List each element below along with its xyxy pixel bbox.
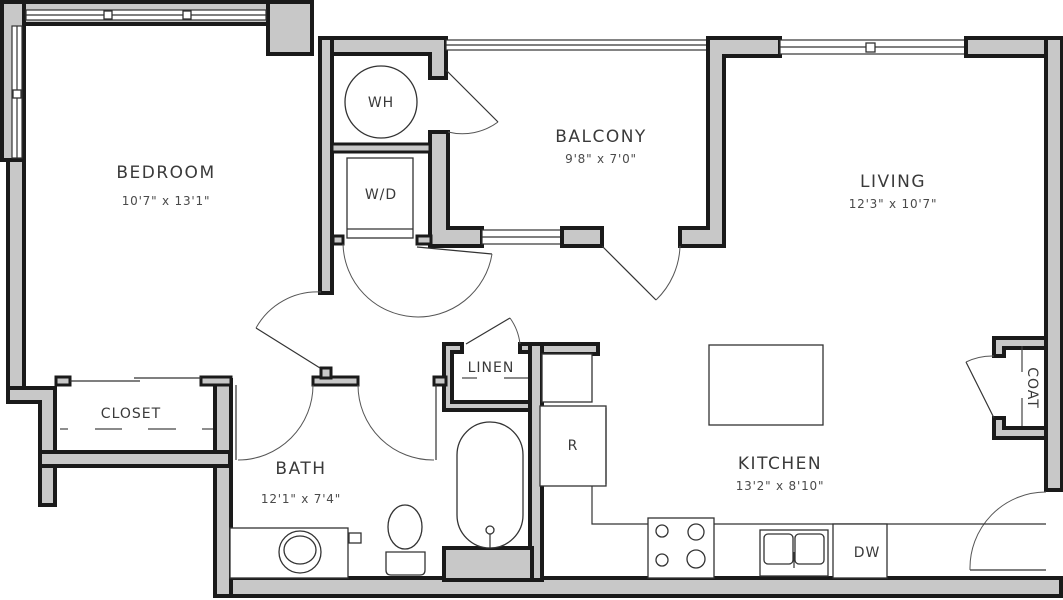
bedroom-dimensions: 10'7" x 13'1" (122, 194, 211, 208)
bath-dimensions: 12'1" x 7'4" (261, 492, 341, 506)
living-label: LIVING (860, 172, 926, 192)
water-heater-icon (344, 65, 418, 139)
bath-label: BATH (275, 459, 326, 479)
balcony-dimensions: 9'8" x 7'0" (565, 152, 637, 166)
dishwasher-icon (832, 523, 888, 579)
toilet-icon (385, 551, 426, 576)
doors (70, 69, 1047, 571)
fixtures (60, 65, 1046, 579)
dishwasher-label: DW (854, 545, 881, 561)
linen-label: LINEN (468, 360, 515, 376)
balcony-label: BALCONY (555, 127, 647, 147)
washer-dryer-icon (346, 157, 414, 239)
kitchen-dimensions: 13'2" x 8'10" (736, 479, 825, 493)
closet-label: CLOSET (101, 406, 161, 422)
refrigerator-icon (539, 405, 607, 487)
kitchen-label: KITCHEN (738, 454, 822, 474)
coat-label: COAT (1024, 367, 1040, 409)
washer-dryer-label: W/D (365, 187, 397, 203)
refrigerator-label: R (568, 438, 579, 454)
room-labels: BEDROOM 10'7" x 13'1" BALCONY 9'8" x 7'0… (101, 95, 1040, 561)
bedroom-label: BEDROOM (116, 163, 215, 183)
living-dimensions: 12'3" x 10'7" (849, 197, 938, 211)
kitchen-island (708, 344, 824, 426)
water-heater-label: WH (368, 95, 394, 111)
